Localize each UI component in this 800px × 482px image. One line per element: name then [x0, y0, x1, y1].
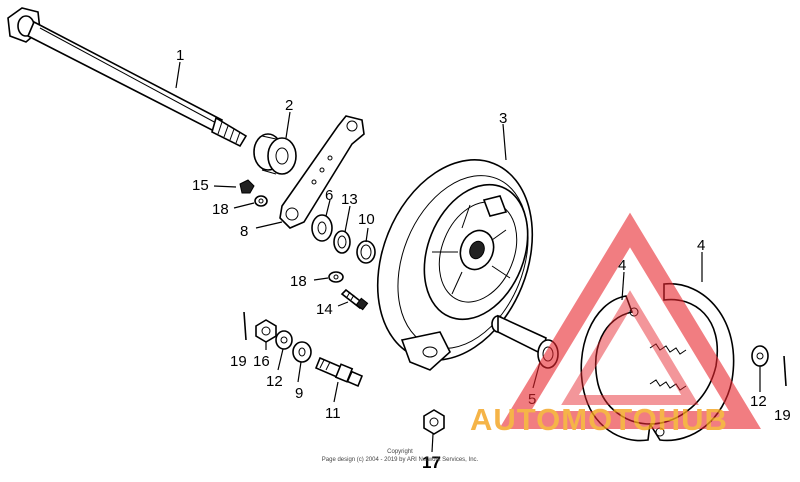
- callout-11: 11: [325, 405, 341, 422]
- callout-10: 10: [358, 211, 375, 228]
- ring-part-10: [356, 240, 376, 264]
- callout-1: 1: [176, 47, 184, 64]
- stud-bolt-part-11: [314, 356, 364, 388]
- nut-part-17: [423, 409, 445, 435]
- washer-part-12a: [275, 330, 293, 350]
- callout-labels: 1 2 3 4 4 5 6 8 9 10 11 12 12 13 14 15 1…: [176, 47, 791, 472]
- callout-15: 15: [192, 177, 209, 194]
- callout-19b: 19: [774, 407, 791, 424]
- callout-4a: 4: [697, 237, 705, 254]
- axle-part: [7, 7, 248, 148]
- callout-12a: 12: [266, 373, 283, 390]
- washer-part-18b: [328, 271, 344, 283]
- callout-19a: 19: [230, 353, 247, 370]
- callout-2: 2: [285, 97, 293, 114]
- pin-part-19a: [243, 311, 247, 341]
- washer-part-13: [333, 230, 351, 254]
- copyright-line2: Page design (c) 2004 - 2019 by ARI Netwo…: [322, 457, 479, 463]
- callout-16: 16: [253, 353, 270, 370]
- watermark-triangle-icon: [499, 212, 761, 429]
- callout-9: 9: [295, 385, 303, 402]
- callout-17: 17: [422, 453, 441, 472]
- brake-shoes-part: [580, 283, 735, 442]
- brake-arm-part: [279, 115, 365, 229]
- copyright-line1: Copyright: [387, 449, 413, 455]
- brake-panel-part: [376, 159, 534, 371]
- callout-3: 3: [499, 110, 507, 127]
- callout-4b: 4: [618, 257, 626, 274]
- nut-part-15: [239, 179, 255, 194]
- watermark-text: AUTOMOTOHUB: [470, 402, 728, 437]
- callout-6: 6: [325, 187, 333, 204]
- copyright-note: Copyright Page design (c) 2004 - 2019 by…: [322, 449, 479, 463]
- washer-part-12b: [751, 345, 769, 367]
- callout-18a: 18: [212, 201, 229, 218]
- seal-part: [311, 214, 333, 242]
- nut-part-16: [255, 319, 277, 343]
- bolt-part-14: [340, 288, 369, 311]
- callout-12b: 12: [750, 393, 767, 410]
- washer-part-18a: [254, 195, 268, 207]
- callout-14: 14: [316, 301, 333, 318]
- pin-part-19b: [783, 355, 787, 387]
- callout-13: 13: [341, 191, 358, 208]
- callout-8: 8: [240, 223, 248, 240]
- washer-part-9: [292, 341, 312, 363]
- watermark-triangle-inner-icon: [561, 290, 699, 405]
- collar-part: [253, 133, 297, 175]
- watermark-logo: AUTOMOTOHUB: [470, 212, 761, 437]
- callout-18b: 18: [290, 273, 307, 290]
